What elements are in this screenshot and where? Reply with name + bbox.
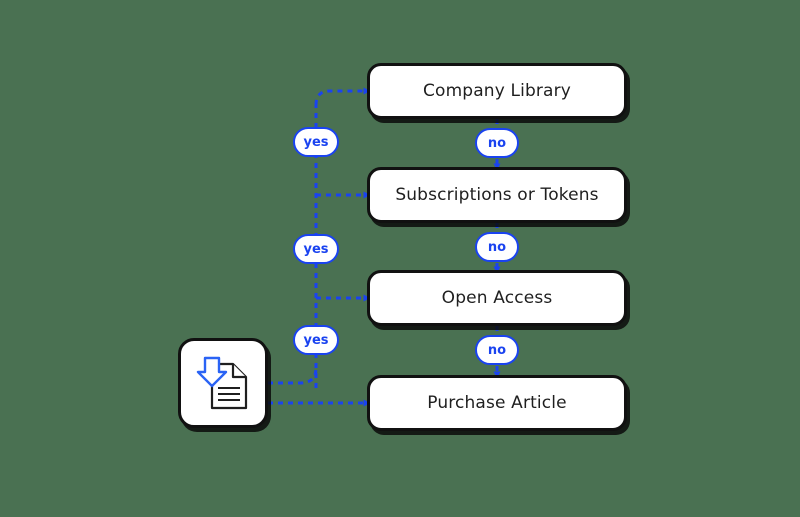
edge-label-no-open-access: no xyxy=(475,335,519,365)
edge-label-yes-subscriptions: yes xyxy=(293,234,339,264)
node-label: Subscriptions or Tokens xyxy=(395,185,599,205)
node-label: Open Access xyxy=(441,288,553,308)
edge-label-no-subscriptions: no xyxy=(475,232,519,262)
edge-label-yes-company-library: yes xyxy=(293,127,339,157)
node-open-access[interactable]: Open Access xyxy=(367,270,627,326)
edge-yes-company xyxy=(314,87,371,106)
edge-label-yes-open-access: yes xyxy=(293,325,339,355)
node-purchase-article[interactable]: Purchase Article xyxy=(367,375,627,431)
start-node-document-download[interactable] xyxy=(178,338,268,428)
node-company-library[interactable]: Company Library xyxy=(367,63,627,119)
node-label: Company Library xyxy=(423,81,571,101)
node-label: Purchase Article xyxy=(427,393,567,413)
node-subscriptions-or-tokens[interactable]: Subscriptions or Tokens xyxy=(367,167,627,223)
edge-label-no-company-library: no xyxy=(475,128,519,158)
document-download-icon xyxy=(192,352,254,414)
edge-start-to-trunk xyxy=(268,367,318,385)
